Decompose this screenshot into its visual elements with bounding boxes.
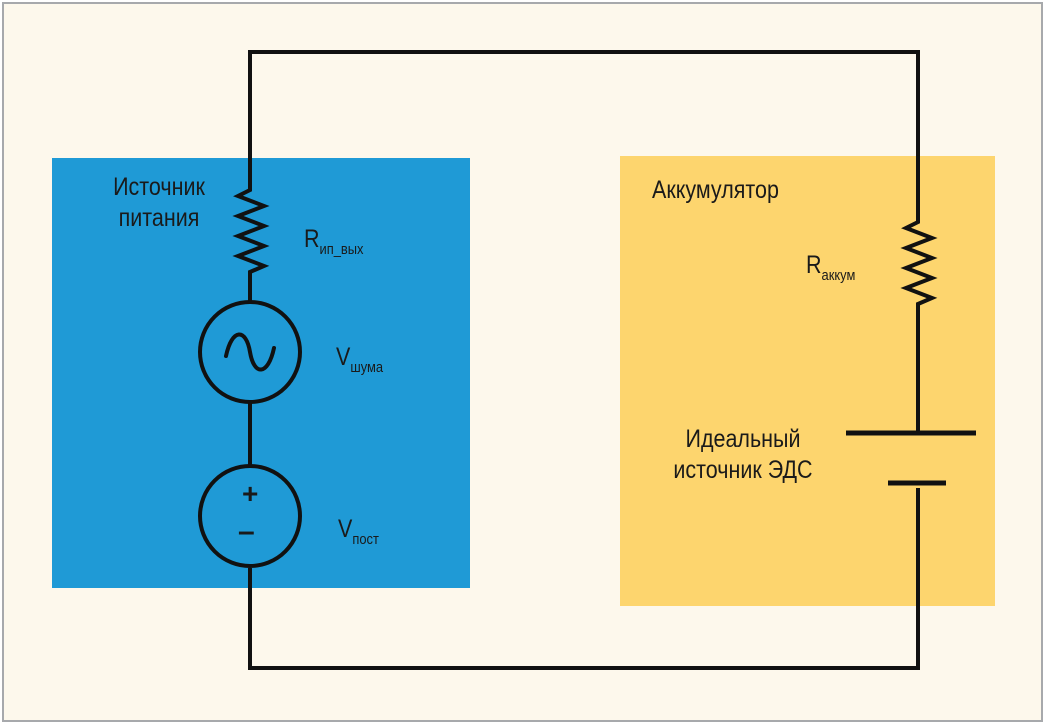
r-batt-main: R bbox=[806, 251, 822, 279]
v-dc-label: Vпост bbox=[338, 514, 379, 555]
sine-wave-icon bbox=[224, 332, 276, 372]
v-noise-main: V bbox=[336, 343, 351, 371]
ideal-emf-cell bbox=[846, 430, 976, 486]
ideal-emf-label: Идеальный источник ЭДС bbox=[661, 424, 824, 486]
power-supply-title-line2: питания bbox=[118, 204, 200, 232]
battery-panel bbox=[620, 156, 995, 606]
battery-resistor bbox=[900, 210, 938, 432]
bottom-wire bbox=[248, 488, 920, 670]
top-wire bbox=[248, 50, 920, 210]
r-batt-sub: аккум bbox=[821, 267, 856, 284]
r-out-sub: ип_вых bbox=[319, 241, 364, 258]
power-supply-title-line1: Источник bbox=[113, 173, 205, 201]
noise-source bbox=[198, 300, 302, 404]
power-supply-panel bbox=[52, 158, 470, 588]
v-noise-sub: шума bbox=[350, 359, 384, 376]
plus-sign: + bbox=[242, 478, 259, 509]
dc-source-circle bbox=[198, 464, 302, 568]
r-batt-label: Rаккум bbox=[806, 250, 855, 291]
supply-resistor bbox=[232, 182, 270, 302]
v-dc-main: V bbox=[338, 515, 353, 543]
v-noise-label: Vшума bbox=[336, 342, 383, 383]
minus-sign: – bbox=[238, 515, 255, 548]
r-out-label: Rип_вых bbox=[304, 224, 363, 265]
ideal-emf-line1: Идеальный bbox=[685, 425, 801, 453]
r-out-main: R bbox=[304, 225, 320, 253]
dc-source bbox=[198, 464, 302, 568]
noise-source-circle bbox=[198, 300, 302, 404]
ideal-emf-line2: источник ЭДС bbox=[673, 456, 813, 484]
battery-title: Аккумулятор bbox=[652, 176, 779, 204]
power-supply-title: Источник питания bbox=[105, 172, 213, 234]
v-dc-sub: пост bbox=[352, 531, 379, 548]
